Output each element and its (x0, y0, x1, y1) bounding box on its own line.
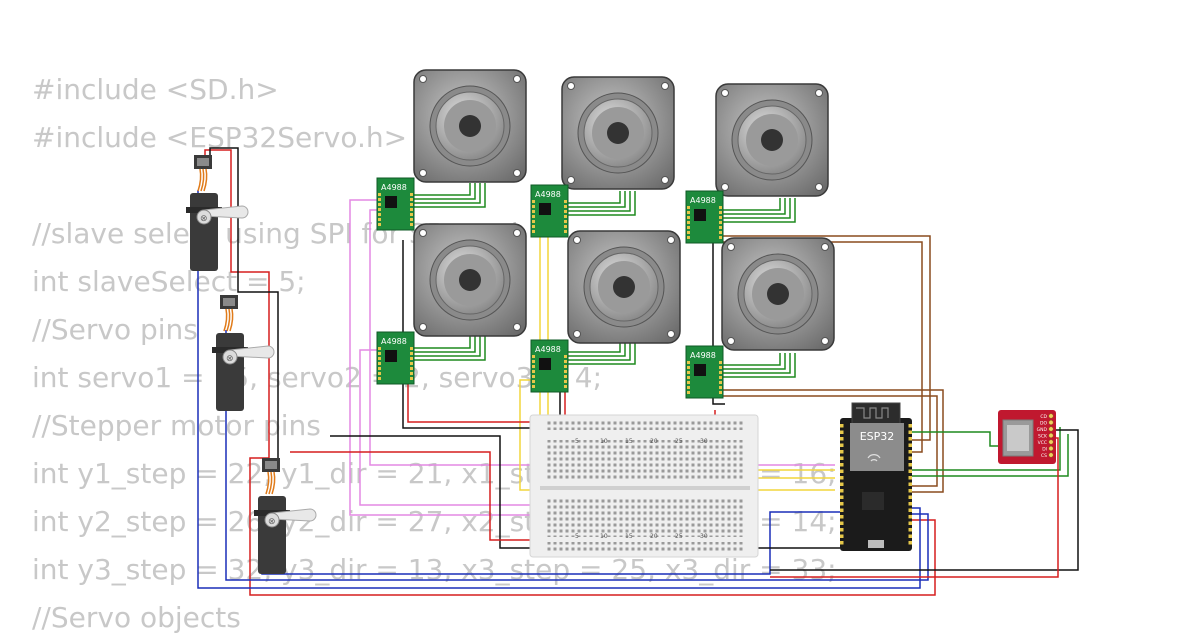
wire (565, 191, 621, 204)
wire (414, 183, 481, 204)
breadboard-number: 15 (625, 438, 633, 445)
a4988-driver: A4988 (685, 190, 724, 244)
wire (712, 240, 725, 405)
wire (414, 336, 481, 357)
wire (290, 451, 550, 541)
wire (565, 191, 626, 208)
breadboard-number: 10 (600, 533, 608, 540)
wire (565, 191, 636, 216)
wire (720, 198, 796, 223)
driver-label: A4988 (690, 196, 716, 205)
wire (912, 427, 1061, 471)
stepper-motor (413, 69, 527, 183)
wire (414, 183, 486, 208)
wire (414, 336, 486, 361)
wire (565, 340, 621, 353)
wire (770, 429, 1079, 571)
breadboard-number: 20 (650, 533, 658, 540)
wire (720, 198, 786, 215)
breadboard-number: 5 (575, 533, 579, 540)
breadboard-number: 5 (575, 438, 579, 445)
servo-motor: ⊗ (186, 155, 249, 271)
svg-text:⊗: ⊗ (226, 354, 234, 364)
wire (225, 330, 929, 581)
driver-label: A4988 (535, 190, 561, 199)
stepper-motor (567, 230, 681, 344)
wire (414, 183, 476, 200)
sd-pin-label: DO (1040, 421, 1047, 427)
wire (720, 198, 781, 211)
a4988-driver: A4988 (530, 339, 569, 393)
breadboard-number: 30 (700, 533, 708, 540)
breadboard-number: 15 (625, 533, 633, 540)
sd-pin-label: CS (1041, 453, 1047, 459)
wire (197, 190, 921, 589)
stepper-motor (561, 76, 675, 190)
wire (720, 395, 938, 487)
code-line: //Servo objects (32, 601, 241, 634)
servo-motor: ⊗ (212, 295, 275, 411)
a4988-driver: A4988 (376, 177, 415, 231)
driver-label: A4988 (535, 345, 561, 354)
servo-motor: ⊗ (254, 458, 317, 574)
wire (414, 336, 471, 349)
stepper-motor (715, 83, 829, 197)
wire (565, 191, 631, 212)
sd-pin-label: GND (1037, 427, 1048, 433)
a4988-driver: A4988 (376, 331, 415, 385)
stepper-motor (413, 223, 527, 337)
stepper-motor (721, 237, 835, 351)
wire (720, 353, 786, 370)
driver-label: A4988 (381, 337, 407, 346)
wire (349, 199, 545, 516)
driver-label: A4988 (381, 183, 407, 192)
breadboard: 5 5 10 10 15 15 20 20 25 25 30 30 (529, 414, 759, 558)
a4988-driver: A4988 (685, 345, 724, 399)
wire (720, 235, 931, 441)
wire (912, 434, 1069, 477)
sd-pin-label: CD (1040, 414, 1047, 420)
breadboard-number: 10 (600, 438, 608, 445)
wire (565, 340, 626, 357)
breadboard-number: 25 (675, 533, 683, 540)
wire (565, 340, 636, 365)
sd-pin-label: DI (1042, 447, 1047, 453)
code-line: #include <ESP32Servo.h> (32, 121, 408, 154)
a4988-driver: A4988 (530, 184, 569, 238)
driver-label: A4988 (690, 351, 716, 360)
sd-pin-label: VCC (1038, 440, 1047, 446)
svg-text:⊗: ⊗ (200, 214, 208, 224)
esp32-board: ESP32 (840, 402, 912, 551)
wire (720, 353, 781, 366)
sd-pin-label: SCK (1038, 434, 1048, 440)
code-line: #include <SD.h> (32, 73, 279, 106)
wire (770, 437, 1059, 578)
wire (720, 198, 791, 219)
code-line: //Stepper motor pins (32, 409, 321, 442)
wire (720, 389, 944, 493)
wire (720, 353, 791, 374)
code-line: //Servo pins (32, 313, 198, 346)
esp32-label: ESP32 (860, 430, 895, 443)
wire (414, 336, 476, 353)
wire (565, 340, 631, 361)
svg-text:⊗: ⊗ (268, 517, 276, 527)
breadboard-number: 30 (700, 438, 708, 445)
wire (720, 353, 796, 378)
wire (359, 349, 545, 506)
wire (414, 183, 471, 196)
breadboard-number: 25 (675, 438, 683, 445)
breadboard-number: 20 (650, 438, 658, 445)
